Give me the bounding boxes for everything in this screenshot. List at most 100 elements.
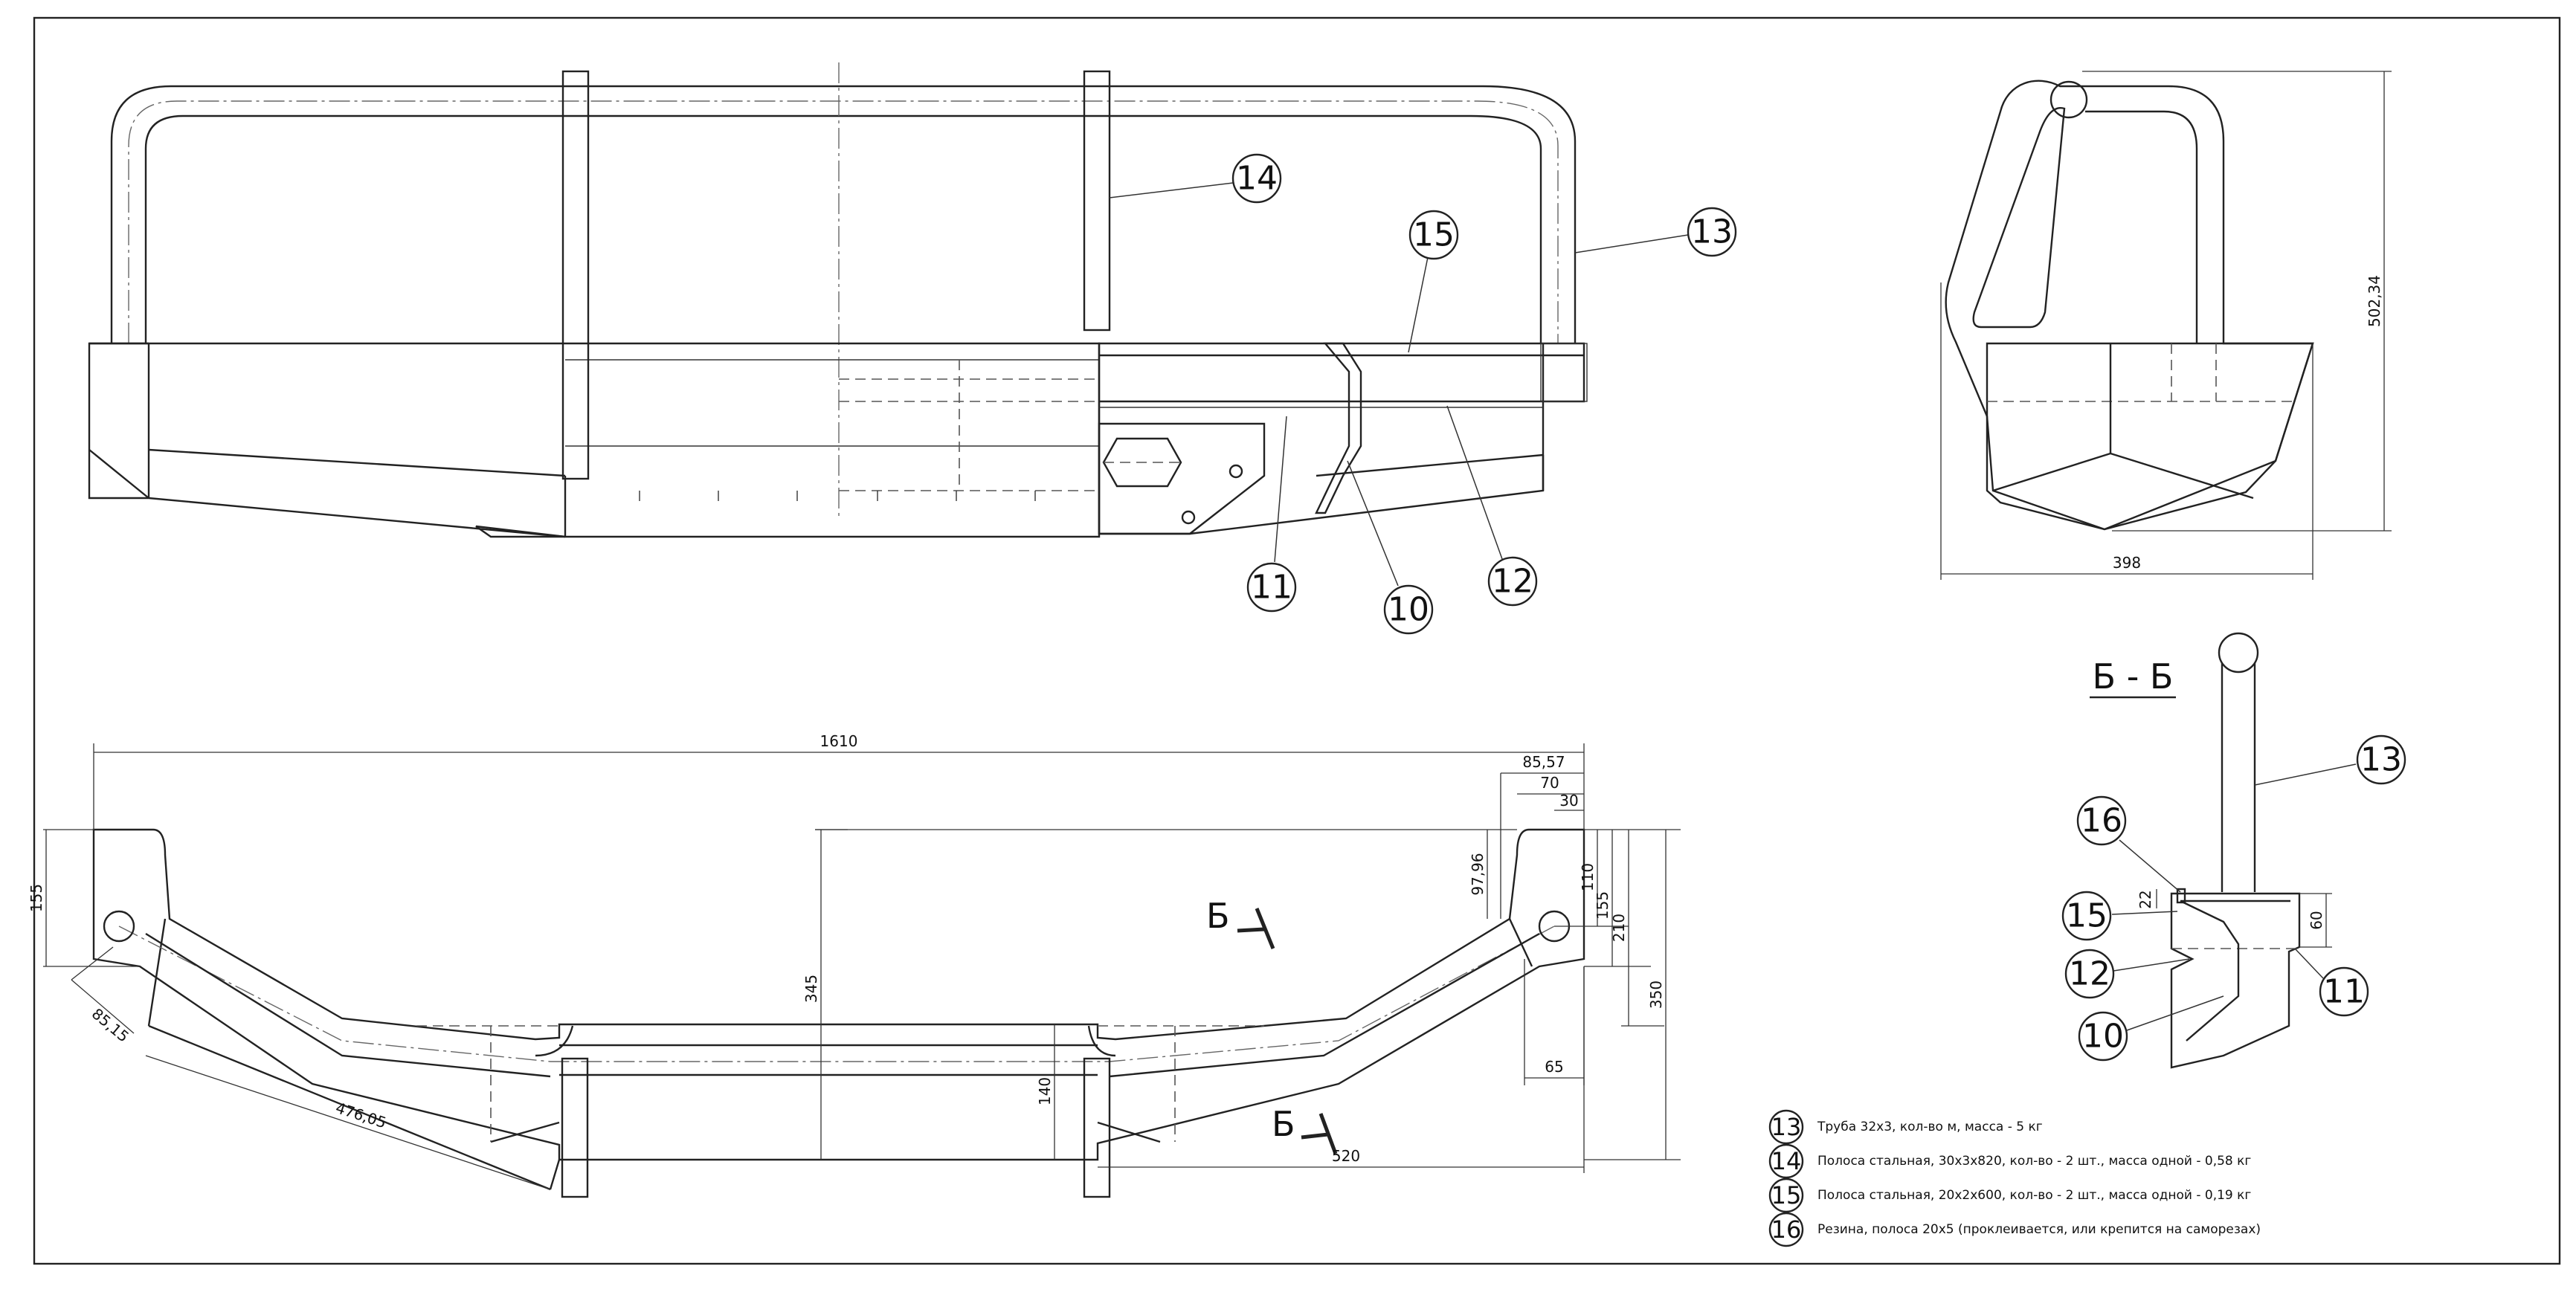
top-lower-left (148, 1024, 561, 1191)
bottom-ticks (639, 491, 1036, 501)
legend-16-num: 16 (1771, 1215, 1802, 1244)
dim-side-height-text: 502,34 (2366, 275, 2383, 327)
body-right (1098, 342, 1585, 535)
balloon-11-label: 11 (1251, 569, 1292, 607)
dim-side-width-text: 398 (2113, 554, 2141, 572)
side-inner-diag (1992, 452, 2254, 500)
sheet-border (33, 16, 2561, 1265)
lower-edge-right (1316, 453, 1544, 477)
dim-85-15-text: 85,15 (88, 1004, 132, 1045)
body-left (88, 342, 1101, 538)
section-plate-10 (2180, 899, 2240, 1041)
parts-legend: 13 Труба 32х3, кол-во м, масса - 5 кг 14… (1768, 1109, 2261, 1247)
hoop-tube-inner (144, 114, 1542, 343)
section-view: Б - Б 22 60 13 16 15 12 11 10 (2061, 632, 2406, 1069)
hoop-centerline (128, 100, 1559, 343)
dim-sec-60-text: 60 (2308, 911, 2325, 929)
cut-label-upper: Б (1206, 896, 1230, 936)
dim-140-text: 140 (1036, 1077, 1054, 1105)
dim-65-text: 65 (1545, 1058, 1563, 1076)
balloon-10-front (1383, 584, 1434, 635)
balloon-14-label: 14 (1236, 160, 1278, 198)
top-hole-left (103, 910, 135, 943)
dim-345-text: 345 (802, 975, 820, 1003)
legend-13-num: 13 (1771, 1113, 1802, 1141)
balloon-10-section-label: 10 (2082, 1018, 2124, 1056)
balloon-13-front (1687, 207, 1737, 257)
strip-14-right (1083, 70, 1111, 332)
balloon-15-section (2061, 891, 2112, 941)
legend-15-num: 15 (1771, 1181, 1802, 1209)
bolt-hole-1 (1229, 464, 1243, 479)
dim-85-15 (71, 979, 135, 1034)
section-tube (2218, 632, 2259, 674)
balloon-12-section (2064, 949, 2115, 999)
dim-85-57-text: 85,57 (1522, 753, 1565, 771)
balloon-12-section-label: 12 (2069, 955, 2110, 993)
top-tube-centerline (118, 926, 1555, 1062)
section-title: Б - Б (2093, 656, 2174, 697)
dim-155-right-text: 155 (1594, 891, 1611, 920)
section-tube-walls (2221, 663, 2256, 892)
balloon-14-front (1231, 153, 1282, 204)
top-bracket-curves (535, 1025, 1116, 1057)
balloon-11-front (1246, 562, 1297, 613)
legend-row-13: 13 Труба 32х3, кол-во м, масса - 5 кг (1768, 1109, 2043, 1145)
hoop-tube-outer (110, 85, 1577, 343)
top-tube-lower (145, 932, 1540, 1078)
front-view (88, 62, 1588, 538)
bolt-hole-2 (1181, 510, 1196, 525)
dim-1610-text: 1610 (820, 732, 858, 750)
legend-14-text: Полоса стальная, 30х3х820, кол-во - 2 шт… (1817, 1154, 2251, 1169)
legend-row-14: 14 Полоса стальная, 30х3х820, кол-во - 2… (1768, 1143, 2251, 1179)
balloon-15-label: 15 (1413, 216, 1455, 254)
plate-10 (1315, 342, 1362, 514)
side-pivot (2049, 80, 2088, 119)
foot-tab (475, 525, 566, 538)
dim-70-text: 70 (1540, 774, 1559, 792)
dim-30-text: 30 (1559, 792, 1578, 810)
front-balloons: 14 15 13 11 10 12 (1109, 153, 1737, 635)
bracket-11 (1098, 422, 1266, 535)
dim-476-05 (145, 1055, 551, 1190)
strip-14-left (561, 70, 590, 480)
dim-97-96-text: 97,96 (1469, 853, 1487, 895)
legend-15-text: Полоса стальная, 20х2х600, кол-во - 2 шт… (1817, 1188, 2251, 1203)
cut-arrow-upper (1237, 908, 1275, 949)
balloon-12-label: 12 (1492, 563, 1533, 601)
balloon-13-label: 13 (1691, 213, 1733, 251)
balloon-11-section (2319, 966, 2369, 1017)
side-view: 502,34 398 (1940, 71, 2392, 580)
legend-16-text: Резина, полоса 20х5 (проклеивается, или … (1817, 1222, 2261, 1237)
top-strip-left (561, 1057, 589, 1198)
top-hidden (416, 1025, 1264, 1142)
tube-end-right (1540, 343, 1588, 402)
legend-14-num: 14 (1771, 1147, 1802, 1175)
side-box (1986, 342, 2314, 531)
side-tube-inner (2085, 110, 2198, 343)
balloon-15-front (1408, 210, 1459, 260)
balloon-15-section-label: 15 (2066, 897, 2108, 935)
top-bracket-diag (490, 1121, 1161, 1143)
body-chamfer (88, 449, 149, 499)
legend-row-15: 15 Полоса стальная, 20х2х600, кол-во - 2… (1768, 1178, 2251, 1213)
top-strip-right (1083, 1057, 1111, 1198)
top-view: Б Б 1610 155 85,15 476,05 345 140 520 (28, 732, 1681, 1198)
hex-cutout (1102, 437, 1182, 488)
body-bottom-edge (148, 448, 566, 477)
dim-110-text: 110 (1579, 863, 1597, 891)
side-outline (1945, 80, 2314, 531)
section-rubber-16 (2176, 888, 2186, 904)
cut-label-lower: Б (1272, 1104, 1295, 1144)
top-tube-walls (559, 1044, 1098, 1076)
side-slot (1972, 107, 2066, 329)
balloon-11-section-label: 11 (2323, 973, 2365, 1011)
hidden-lines (839, 359, 1099, 491)
section-body (2170, 892, 2301, 1069)
dim-sec-22-text: 22 (2137, 890, 2154, 908)
balloon-16-section (2076, 795, 2127, 846)
balloon-12-front (1487, 556, 1538, 607)
cut-arrow-lower (1301, 1113, 1338, 1154)
dim-210-text: 210 (1610, 914, 1628, 942)
